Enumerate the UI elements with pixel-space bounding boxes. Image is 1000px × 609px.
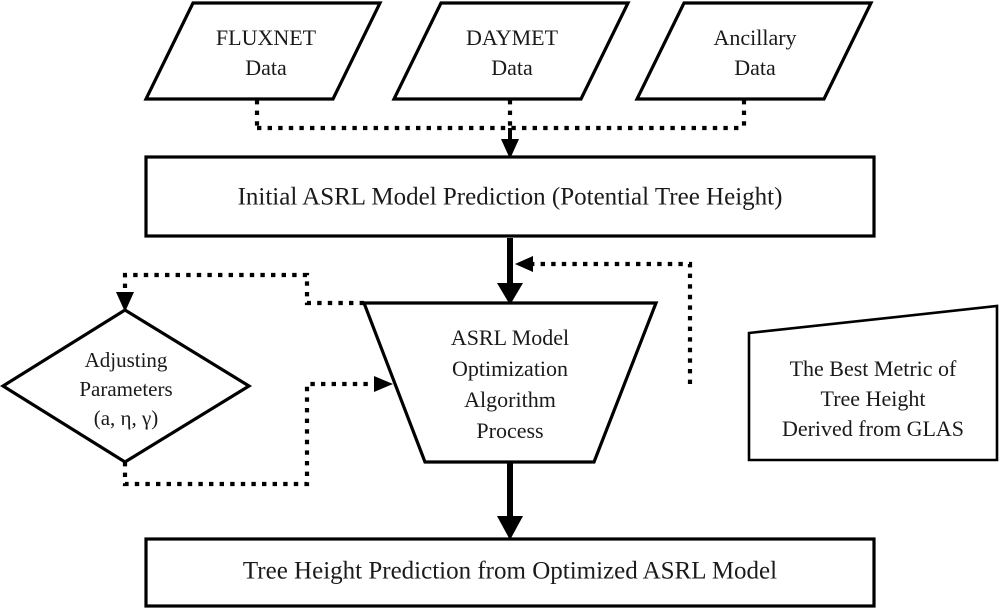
fluxnet-label-line2: Data <box>245 55 287 80</box>
daymet-label-line1: DAYMET <box>466 25 559 50</box>
node-daymet-data[interactable]: DAYMET Data <box>391 1 631 101</box>
adjusting-parameters-label-line3: (a, η, γ) <box>94 406 159 430</box>
daymet-parallelogram-shape <box>391 1 631 101</box>
daymet-label-line2: Data <box>491 55 533 80</box>
arrowhead-down-into-adjusting-parameters <box>116 292 134 312</box>
adjusting-parameters-label-line2: Parameters <box>79 377 172 401</box>
node-initial-prediction[interactable]: Initial ASRL Model Prediction (Potential… <box>144 155 876 238</box>
fluxnet-label-line1: FLUXNET <box>216 25 317 50</box>
connector-optimization-to-adjusting-parameters <box>116 272 364 312</box>
glas-metric-label-line2: Tree Height <box>821 386 926 411</box>
fluxnet-parallelogram-shape <box>143 1 383 101</box>
arrowhead-down-into-optimization <box>497 283 523 305</box>
ancillary-parallelogram-shape <box>634 1 874 101</box>
connector-adjusting-parameters-to-optimization <box>122 376 393 487</box>
connector-initial-prediction-to-optimization <box>497 238 523 305</box>
node-ancillary-data[interactable]: Ancillary Data <box>634 1 874 101</box>
final-prediction-box-shape <box>144 537 876 608</box>
glas-metric-label-line3: Derived from GLAS <box>782 416 964 441</box>
ancillary-label-line2: Data <box>734 55 776 80</box>
ancillary-label-line1: Ancillary <box>713 25 796 50</box>
arrowhead-right-into-optimization <box>374 376 393 392</box>
initial-prediction-box-shape <box>144 155 876 238</box>
arrowhead-down-into-final-prediction <box>497 516 523 540</box>
glas-metric-label-line1: The Best Metric of <box>790 356 957 381</box>
optimization-label-line1: ASRL Model <box>451 325 569 350</box>
optimization-label-line3: Algorithm <box>464 387 556 412</box>
initial-prediction-label: Initial ASRL Model Prediction (Potential… <box>238 184 783 211</box>
node-adjusting-parameters[interactable]: Adjusting Parameters (a, η, γ) <box>0 308 253 464</box>
arrowhead-down-into-initial-prediction <box>501 139 519 159</box>
connector-glas-to-main-flow <box>515 256 693 384</box>
optimization-label-line2: Optimization <box>452 356 568 381</box>
adjusting-parameters-label-line1: Adjusting <box>85 348 168 372</box>
node-glas-best-metric[interactable]: The Best Metric of Tree Height Derived f… <box>747 304 999 462</box>
node-optimization-process[interactable]: ASRL Model Optimization Algorithm Proces… <box>361 301 659 464</box>
node-fluxnet-data[interactable]: FLUXNET Data <box>143 1 383 101</box>
optimization-label-line4: Process <box>476 418 543 443</box>
optimization-trapezoid-shape <box>361 301 659 464</box>
node-final-prediction[interactable]: Tree Height Prediction from Optimized AS… <box>144 537 876 608</box>
connector-optimization-to-final-prediction <box>497 462 523 540</box>
glas-metric-shape <box>747 304 999 462</box>
connector-bus-to-initial-prediction <box>501 128 519 159</box>
final-prediction-label: Tree Height Prediction from Optimized AS… <box>243 558 777 585</box>
arrowhead-left-into-main-flow <box>515 256 533 272</box>
